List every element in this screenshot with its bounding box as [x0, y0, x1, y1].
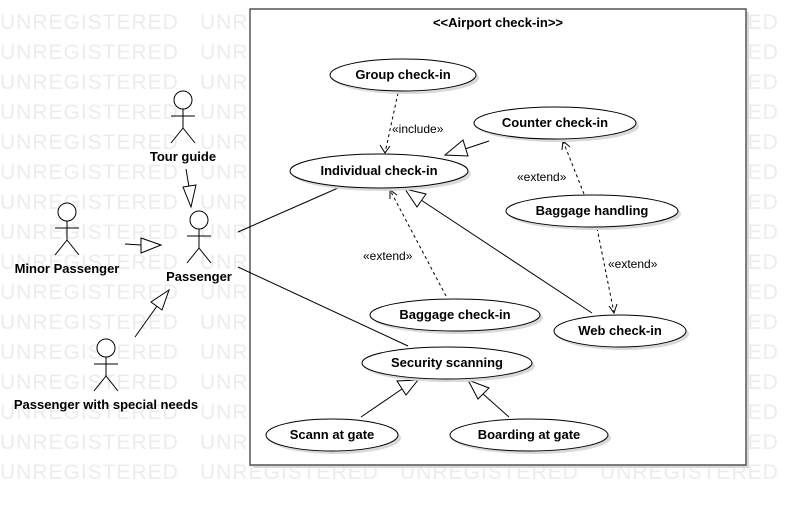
actor-tour-guide[interactable]: Tour guide	[150, 90, 216, 164]
watermark-text: UNREGISTERED	[0, 101, 179, 124]
special-needs-generalization-line[interactable]	[134, 305, 158, 338]
watermark-text: UNREGISTERED	[0, 221, 179, 244]
actor-label: Tour guide	[150, 149, 216, 164]
counter-generalization-arrowhead	[443, 139, 469, 157]
actor-label: Minor Passenger	[15, 261, 120, 276]
use-case-label: Web check-in	[578, 323, 662, 338]
include-arrowhead	[379, 144, 391, 154]
extend-baggage-handling-web-line[interactable]	[596, 227, 615, 314]
tourguide-generalization-line[interactable]	[185, 168, 190, 188]
actor-label: Passenger	[166, 269, 232, 284]
boarding-generalization-line[interactable]	[482, 393, 510, 418]
use-case-label: Group check-in	[355, 67, 450, 82]
extend-arrowhead-2	[608, 303, 618, 315]
watermark-text: UNREGISTERED	[0, 461, 179, 484]
use-case-label: Scann at gate	[290, 427, 375, 442]
use-case-label: Boarding at gate	[478, 427, 581, 442]
stick-figure-icon	[93, 338, 119, 392]
watermark-text: UNREGISTERED	[0, 71, 179, 94]
web-generalization-arrowhead	[403, 188, 427, 208]
use-case-label: Baggage check-in	[399, 307, 510, 322]
use-case-label: Individual check-in	[320, 163, 437, 178]
watermark-text: UNREGISTERED	[0, 401, 179, 424]
web-generalization-line[interactable]	[417, 197, 593, 314]
use-case-individual-checkin[interactable]: Individual check-in	[289, 153, 471, 191]
boarding-generalization-arrowhead	[466, 379, 490, 400]
actor-passenger-special-needs[interactable]: Passenger with special needs	[14, 338, 198, 412]
use-case-boarding-at-gate[interactable]: Boarding at gate	[449, 418, 611, 454]
watermark-text: UNREGISTERED	[0, 41, 179, 64]
association-passenger-security[interactable]	[237, 266, 409, 347]
use-case-label: Security scanning	[391, 355, 503, 370]
stick-figure-icon	[186, 210, 212, 264]
extend-label-3: «extend»	[363, 249, 413, 263]
watermark-text: UNREGISTERED	[0, 131, 179, 154]
watermark-text: UNREGISTERED	[0, 11, 179, 34]
minor-generalization-line[interactable]	[124, 243, 142, 246]
watermark-text: UNREGISTERED	[0, 431, 179, 454]
use-case-web-checkin[interactable]: Web check-in	[553, 314, 689, 350]
special-needs-generalization-arrowhead	[150, 288, 170, 311]
extend-baggage-checkin-line[interactable]	[389, 189, 447, 297]
extend-label-2: «extend»	[608, 257, 658, 271]
tourguide-generalization-arrowhead	[182, 184, 197, 209]
watermark-text: UNREGISTERED	[0, 251, 179, 274]
watermark-text: UNREGISTERED	[0, 161, 179, 184]
use-case-scan-at-gate[interactable]: Scann at gate	[265, 418, 401, 454]
include-label: «include»	[392, 122, 444, 136]
system-boundary[interactable]	[249, 8, 747, 466]
use-case-baggage-handling[interactable]: Baggage handling	[505, 194, 681, 230]
use-case-group-checkin[interactable]: Group check-in	[329, 58, 479, 94]
use-case-baggage-checkin[interactable]: Baggage check-in	[369, 298, 543, 334]
counter-generalization-line[interactable]	[464, 140, 490, 150]
scan-generalization-arrowhead	[396, 379, 420, 396]
minor-generalization-arrowhead	[140, 237, 163, 254]
use-case-security-scanning[interactable]: Security scanning	[361, 346, 535, 382]
extend-label-1: «extend»	[517, 170, 567, 184]
actor-passenger[interactable]: Passenger	[166, 210, 232, 284]
stick-figure-icon	[170, 90, 196, 144]
association-passenger-individual[interactable]	[237, 187, 339, 233]
watermark-text: UNREGISTERED	[0, 311, 179, 334]
stick-figure-icon	[54, 202, 80, 256]
scan-generalization-line[interactable]	[360, 388, 403, 418]
actor-label: Passenger with special needs	[14, 397, 198, 412]
system-title: <<Airport check-in>>	[433, 15, 563, 30]
watermark-text: UNREGISTERED	[0, 191, 179, 214]
watermark-text: UNREGISTERED	[0, 371, 179, 394]
watermark-text: UNREGISTERED	[0, 341, 179, 364]
include-relation-line[interactable]	[384, 92, 399, 154]
use-case-counter-checkin[interactable]: Counter check-in	[473, 106, 639, 142]
use-case-label: Counter check-in	[502, 115, 608, 130]
actor-minor-passenger[interactable]: Minor Passenger	[15, 202, 120, 276]
use-case-label: Baggage handling	[536, 203, 649, 218]
watermark-text: UNREGISTERED	[0, 281, 179, 304]
